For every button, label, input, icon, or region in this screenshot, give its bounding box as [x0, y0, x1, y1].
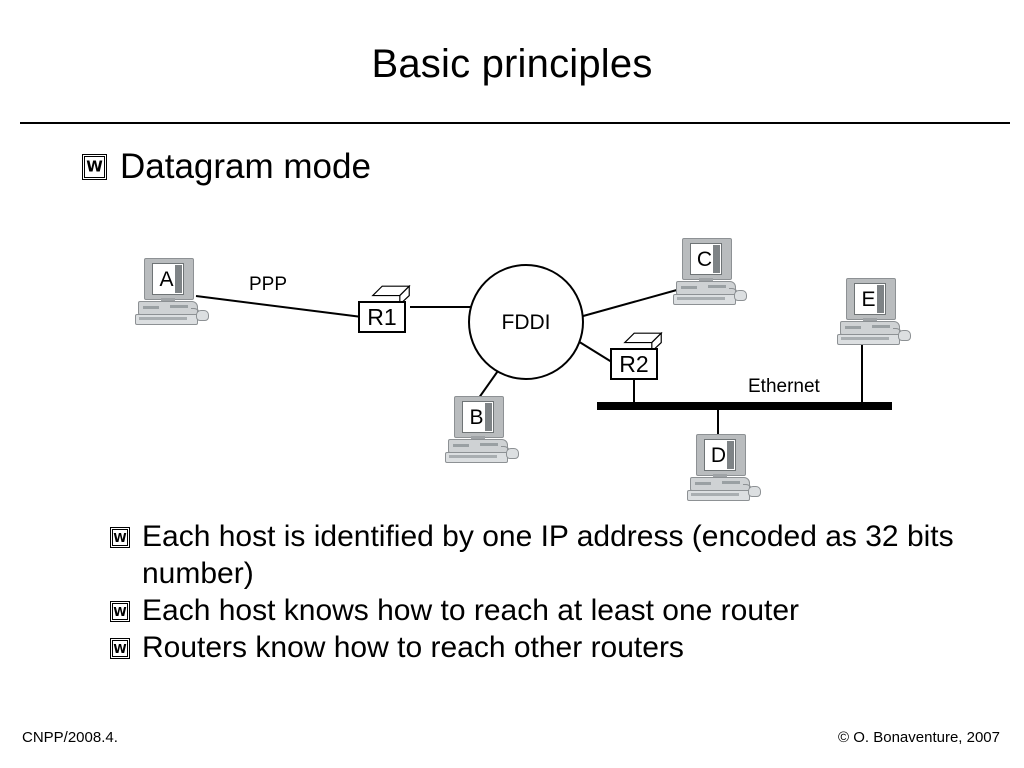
- bullet-label-1: Each host is identified by one IP addres…: [142, 520, 954, 590]
- host-b-label: B: [469, 405, 484, 429]
- host-c-keyboard: [673, 294, 736, 305]
- host-b-base: [448, 439, 508, 453]
- wingdings-bullet-icon: W: [82, 154, 107, 180]
- host-d-base: [690, 477, 750, 491]
- router-r1: R1: [358, 285, 424, 333]
- host-c: C: [672, 238, 747, 306]
- host-d-monitor: D: [696, 434, 746, 476]
- host-c-monitor: C: [682, 238, 732, 280]
- monitor-neck: [713, 474, 727, 478]
- wingdings-bullet-icon: W: [110, 601, 130, 622]
- host-d-label: D: [710, 443, 727, 467]
- host-e: E: [836, 278, 911, 346]
- host-d-screen: D: [704, 439, 736, 471]
- host-c-screen: C: [690, 243, 722, 275]
- link-fddi-b: [475, 367, 501, 403]
- host-b-keyboard: [445, 452, 508, 463]
- router-r2-label: R2: [619, 350, 649, 377]
- host-b: B: [444, 396, 519, 464]
- host-a-base: [138, 301, 198, 315]
- bullet-datagram-mode: W Datagram mode: [82, 146, 371, 188]
- network-label-ethernet: Ethernet: [748, 376, 820, 397]
- page-title: Basic principles: [371, 42, 653, 86]
- screen-shade: [713, 245, 720, 273]
- mouse-cord: [743, 484, 752, 491]
- network-label-fddi: FDDI: [501, 310, 551, 334]
- base-vent: [722, 481, 740, 484]
- monitor-neck: [471, 436, 485, 440]
- host-b-monitor: B: [454, 396, 504, 438]
- host-e-label: E: [861, 287, 876, 311]
- host-a-monitor: A: [144, 258, 194, 300]
- base-vent: [170, 305, 188, 308]
- screen-shade: [175, 265, 182, 293]
- screen-shade: [877, 285, 884, 313]
- host-a-label: A: [159, 267, 174, 291]
- screen-shade: [485, 403, 492, 431]
- footer-copyright: © O. Bonaventure, 2007: [838, 729, 1000, 746]
- host-a: A: [134, 258, 209, 326]
- footer-course-code: CNPP/2008.4.: [22, 729, 118, 746]
- link-a-r1: [195, 295, 363, 318]
- bullet-list: W Each host is identified by one IP addr…: [110, 518, 990, 666]
- ethernet-bus-bar: [597, 402, 892, 410]
- host-d-keyboard: [687, 490, 750, 501]
- router-r2-3d-shell: [623, 332, 663, 352]
- host-b-mouse: [506, 448, 519, 459]
- list-item: W Routers know how to reach other router…: [110, 629, 990, 666]
- host-c-mouse: [734, 290, 747, 301]
- host-e-mouse: [898, 330, 911, 341]
- title-divider: [20, 122, 1010, 124]
- list-item: W Each host is identified by one IP addr…: [110, 518, 990, 592]
- link-fddi-r2: [572, 337, 616, 365]
- host-a-screen: A: [152, 263, 184, 295]
- monitor-neck: [699, 278, 713, 282]
- host-e-monitor: E: [846, 278, 896, 320]
- base-vent: [872, 325, 890, 328]
- link-fddi-c: [575, 287, 685, 319]
- host-a-mouse: [196, 310, 209, 321]
- link-label-ppp: PPP: [249, 274, 288, 295]
- monitor-neck: [161, 298, 175, 302]
- router-r2-face: R2: [610, 348, 658, 380]
- host-e-keyboard: [837, 334, 900, 345]
- router-r1-face: R1: [358, 301, 406, 333]
- mouse-cord: [501, 446, 510, 453]
- router-r1-label: R1: [367, 303, 397, 330]
- mouse-cord: [729, 288, 738, 295]
- router-r2: R2: [610, 332, 676, 380]
- host-d: D: [686, 434, 761, 502]
- host-e-screen: E: [854, 283, 886, 315]
- router-r1-3d-shell: [371, 285, 411, 305]
- screen-shade: [727, 441, 734, 469]
- host-e-base: [840, 321, 900, 335]
- mouse-cord: [191, 308, 200, 315]
- host-d-mouse: [748, 486, 761, 497]
- wingdings-bullet-icon: W: [110, 638, 130, 659]
- list-item: W Each host knows how to reach at least …: [110, 592, 990, 629]
- mouse-cord: [893, 328, 902, 335]
- base-vent: [708, 285, 726, 288]
- network-ring-fddi: FDDI: [468, 264, 584, 380]
- bullet-label-2: Each host knows how to reach at least on…: [142, 594, 800, 627]
- base-vent: [480, 443, 498, 446]
- bullet-datagram-mode-label: Datagram mode: [120, 147, 371, 186]
- wingdings-bullet-icon: W: [110, 527, 130, 548]
- host-c-label: C: [696, 247, 713, 271]
- monitor-neck: [863, 318, 877, 322]
- bullet-label-3: Routers know how to reach other routers: [142, 631, 684, 664]
- host-b-screen: B: [462, 401, 494, 433]
- host-c-base: [676, 281, 736, 295]
- host-a-keyboard: [135, 314, 198, 325]
